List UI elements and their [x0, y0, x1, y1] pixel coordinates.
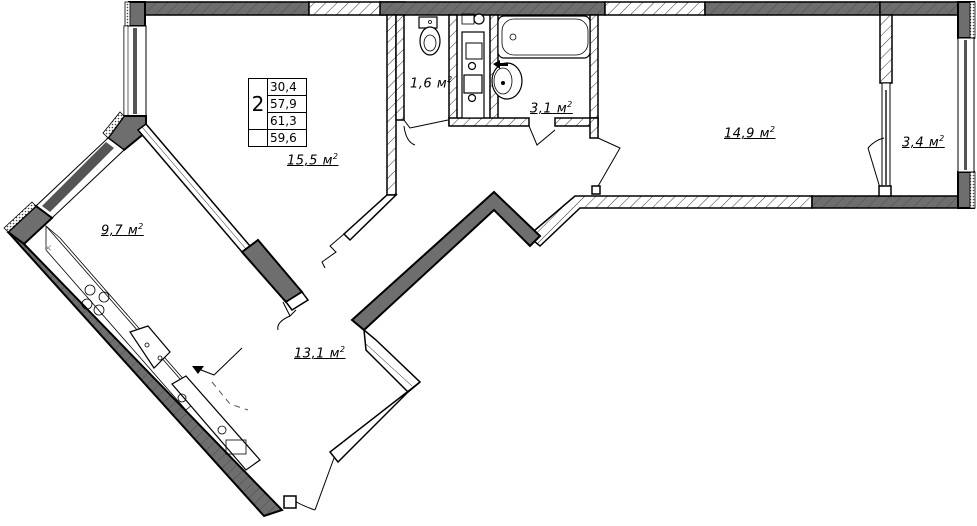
bathroom-sink [491, 60, 523, 100]
unit-power: 2 [769, 125, 776, 134]
utility-shaft [461, 13, 485, 119]
bedroom-door [596, 137, 621, 189]
unit-power: 2 [339, 345, 346, 354]
room-label-living-room: 15,5 м2 [287, 152, 339, 168]
apartment-summary-table: 2 30,4 57,9 61,3 59,6 [248, 78, 307, 147]
unit-power: 2 [567, 100, 573, 109]
entrance-door [314, 457, 335, 511]
kitchen-window [35, 137, 125, 219]
living-bath-partition [386, 14, 397, 196]
bedroom-bottom-wall [526, 195, 813, 248]
kitchen-sink [129, 325, 171, 369]
unit: м [127, 223, 139, 239]
cross-icon: × [44, 243, 52, 254]
reduced-area: 59,6 [267, 129, 307, 147]
room-label-hallway: 13,1 м2 [294, 345, 346, 361]
unit-power: 2 [939, 134, 945, 143]
rooms-count: 2 [248, 78, 268, 130]
cabinet-outline [211, 381, 249, 411]
bathroom-door [528, 125, 556, 146]
living-area: 30,4 [267, 78, 307, 96]
toilet-left-wall [395, 14, 405, 121]
bathtub [497, 15, 591, 59]
unit: м [928, 135, 940, 151]
room-label-kitchen: 9,7 м2 [101, 222, 144, 238]
unit: м [436, 76, 448, 92]
room-label-balcony: 3,4 м2 [902, 134, 945, 150]
area-value: 15,5 [287, 153, 318, 169]
kitchen-door [195, 347, 243, 376]
area-value: 14,9 [724, 126, 755, 142]
balcony-partition [879, 14, 893, 84]
kitchen-stove [81, 284, 110, 316]
living-room-door [321, 233, 345, 269]
top-exterior-wall [128, 1, 976, 39]
unit: м [329, 346, 340, 362]
room-label-bedroom: 14,9 м2 [724, 125, 776, 141]
hallway-partition-right [363, 328, 422, 394]
unit-power: 2 [332, 152, 339, 161]
area-value: 3,4 [902, 135, 925, 151]
area-value: 9,7 [101, 223, 124, 239]
unit: м [322, 153, 333, 169]
riser-arrow-kitchen-icon [192, 366, 204, 374]
area-value: 1,6 [410, 76, 433, 92]
hallway-load-wall [350, 190, 542, 332]
top-wall-dark-segment [379, 1, 606, 16]
total-area: 57,9 [267, 95, 307, 113]
toilet-fixture [418, 16, 441, 56]
room-label-bathroom: 3,1 м2 [530, 100, 573, 116]
unit: м [556, 101, 568, 117]
balcony-window [957, 37, 975, 173]
riser-arrow-icon [493, 60, 508, 69]
unit: м [759, 126, 770, 142]
kitchen-appliance [171, 375, 261, 471]
kitchen-exterior-wall [7, 231, 284, 518]
total-area-with-balcony: 61,3 [267, 112, 307, 130]
balcony-door [867, 147, 881, 189]
area-value: 13,1 [294, 346, 325, 362]
room-label-toilet: 1,6 м2 [410, 75, 453, 91]
unit-power: 2 [138, 222, 144, 231]
toilet-door [403, 119, 449, 129]
unit-power: 2 [447, 75, 453, 84]
living-kitchen-load-wall [240, 238, 304, 304]
toilet-right-wall [448, 14, 458, 126]
empty-cell [248, 129, 268, 147]
area-value: 3,1 [530, 101, 553, 117]
